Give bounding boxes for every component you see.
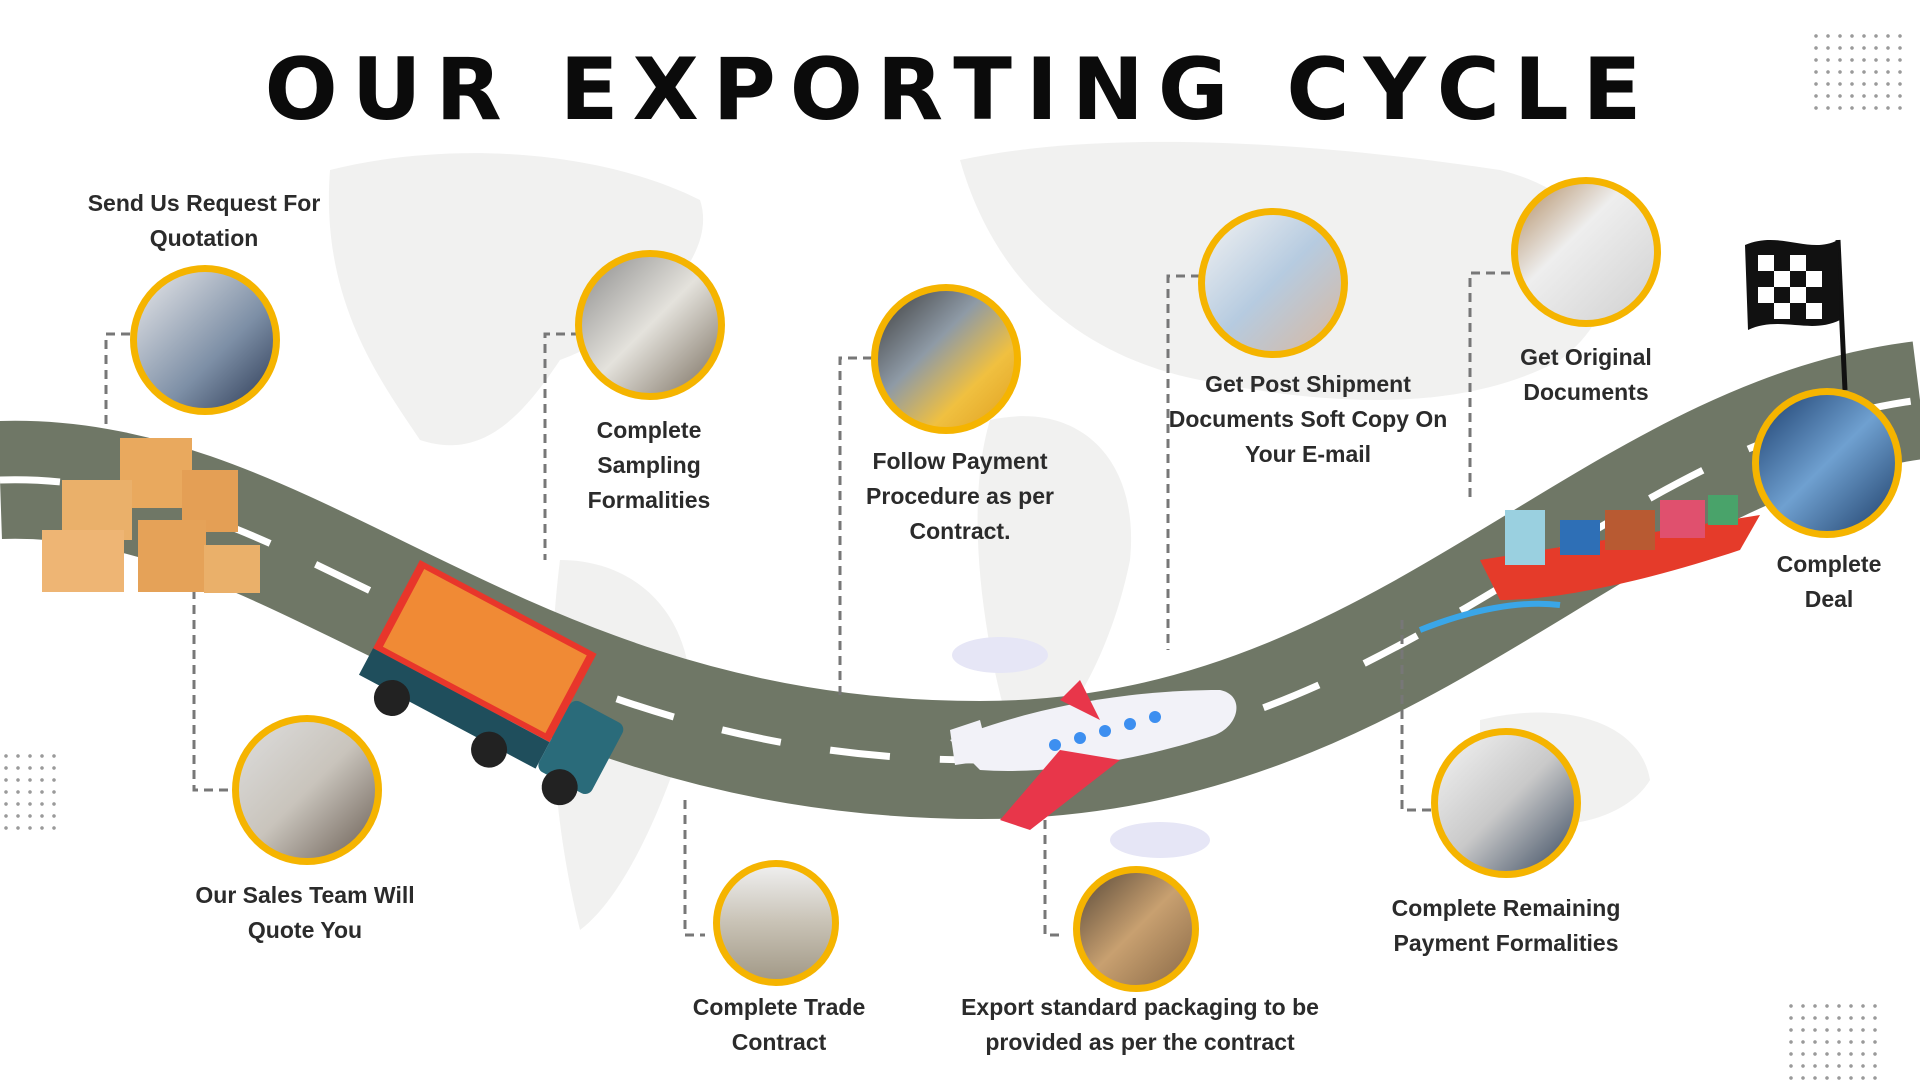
step-label: Complete Sampling Formalities xyxy=(587,417,711,513)
step-label: Send Us Request For Quotation xyxy=(87,190,321,251)
sampling-photo xyxy=(575,250,725,400)
cloud-icon xyxy=(952,637,1048,673)
dot-pattern xyxy=(1810,30,1910,110)
step-label: Get Original Documents xyxy=(1520,344,1652,405)
step-label: Complete Trade Contract xyxy=(692,994,866,1055)
airplane-icon xyxy=(950,680,1237,830)
cardboard-boxes-icon xyxy=(42,438,260,593)
dashed-connectors xyxy=(104,271,1510,937)
step-label: Export standard packaging to be provided… xyxy=(961,994,1319,1055)
cargo-ship-icon xyxy=(1418,495,1760,633)
step-label: Our Sales Team Will Quote You xyxy=(195,882,415,943)
signing-documents-photo xyxy=(1511,177,1661,327)
dot-pattern xyxy=(0,750,60,830)
dot-pattern xyxy=(1785,1000,1885,1080)
credit-card-photo xyxy=(871,284,1021,434)
truck-icon xyxy=(358,560,624,806)
paper-stack-photo xyxy=(713,860,839,986)
checkered-flag-icon xyxy=(1745,239,1848,391)
page-title: OUR EXPORTING CYCLE xyxy=(264,40,1656,140)
documents-pen-photo xyxy=(1431,728,1581,878)
step-label: Get Post Shipment Documents Soft Copy On… xyxy=(1168,371,1448,467)
office-meeting-photo xyxy=(130,265,280,415)
cloud-icon xyxy=(1110,822,1210,858)
step-label: Complete Deal xyxy=(1776,551,1882,612)
handshake-photo xyxy=(1752,388,1902,538)
tablet-photo xyxy=(1198,208,1348,358)
step-label: Complete Remaining Payment Formalities xyxy=(1391,895,1621,956)
sales-team-photo xyxy=(232,715,382,865)
warehouse-packaging-photo xyxy=(1073,866,1199,992)
step-label: Follow Payment Procedure as per Contract… xyxy=(866,448,1054,544)
